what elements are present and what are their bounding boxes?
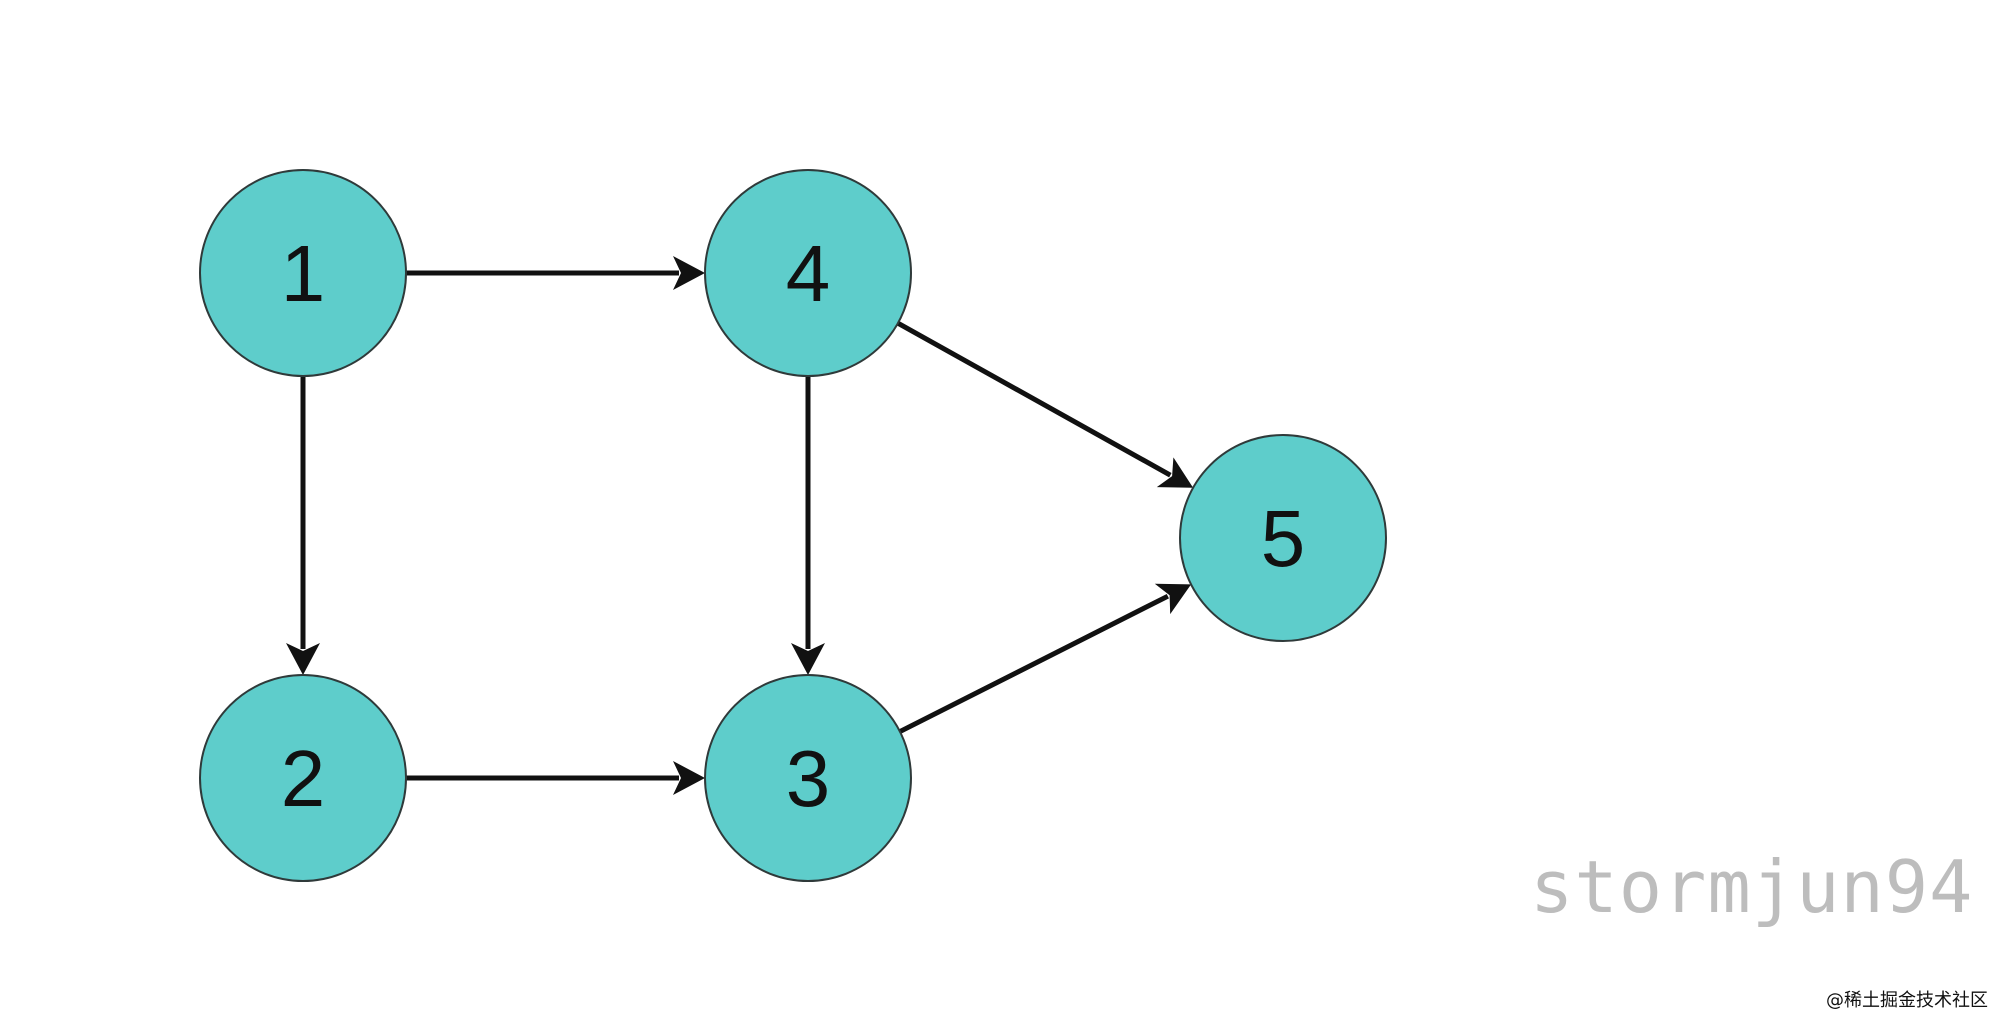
arrowhead-icon: [1154, 583, 1192, 615]
node-label: 1: [281, 229, 326, 318]
edge-2-to-3: [406, 761, 705, 795]
node-1: 1: [199, 169, 407, 377]
node-5: 5: [1179, 434, 1387, 642]
edge-3-to-5: [898, 583, 1192, 734]
node-circle: [1179, 434, 1387, 642]
arrowhead-icon: [673, 256, 705, 290]
arrowhead-icon: [673, 761, 705, 795]
source-credit: @稀土掘金技术社区: [1826, 990, 1988, 1011]
edge-4-to-5: [896, 320, 1194, 488]
arrowhead-icon: [286, 643, 320, 675]
node-label: 4: [786, 229, 831, 318]
node-label: 2: [281, 734, 326, 823]
node-label: 5: [1261, 494, 1306, 583]
edge-1-to-2: [286, 376, 320, 675]
edge-line: [898, 593, 1169, 734]
edge-line: [896, 320, 1172, 478]
node-3: 3: [704, 674, 912, 882]
arrowhead-icon: [791, 643, 825, 675]
node-label: 3: [786, 734, 831, 823]
node-circle: [199, 674, 407, 882]
watermark-text: stormjun94: [1530, 845, 1974, 929]
node-circle: [199, 169, 407, 377]
edge-1-to-4: [406, 256, 705, 290]
node-circle: [704, 169, 912, 377]
edge-4-to-3: [791, 376, 825, 675]
node-2: 2: [199, 674, 407, 882]
node-4: 4: [704, 169, 912, 377]
node-circle: [704, 674, 912, 882]
arrowhead-icon: [1156, 457, 1194, 488]
edges: [286, 256, 1194, 795]
nodes: 1 4 2 3 5: [199, 169, 1387, 882]
